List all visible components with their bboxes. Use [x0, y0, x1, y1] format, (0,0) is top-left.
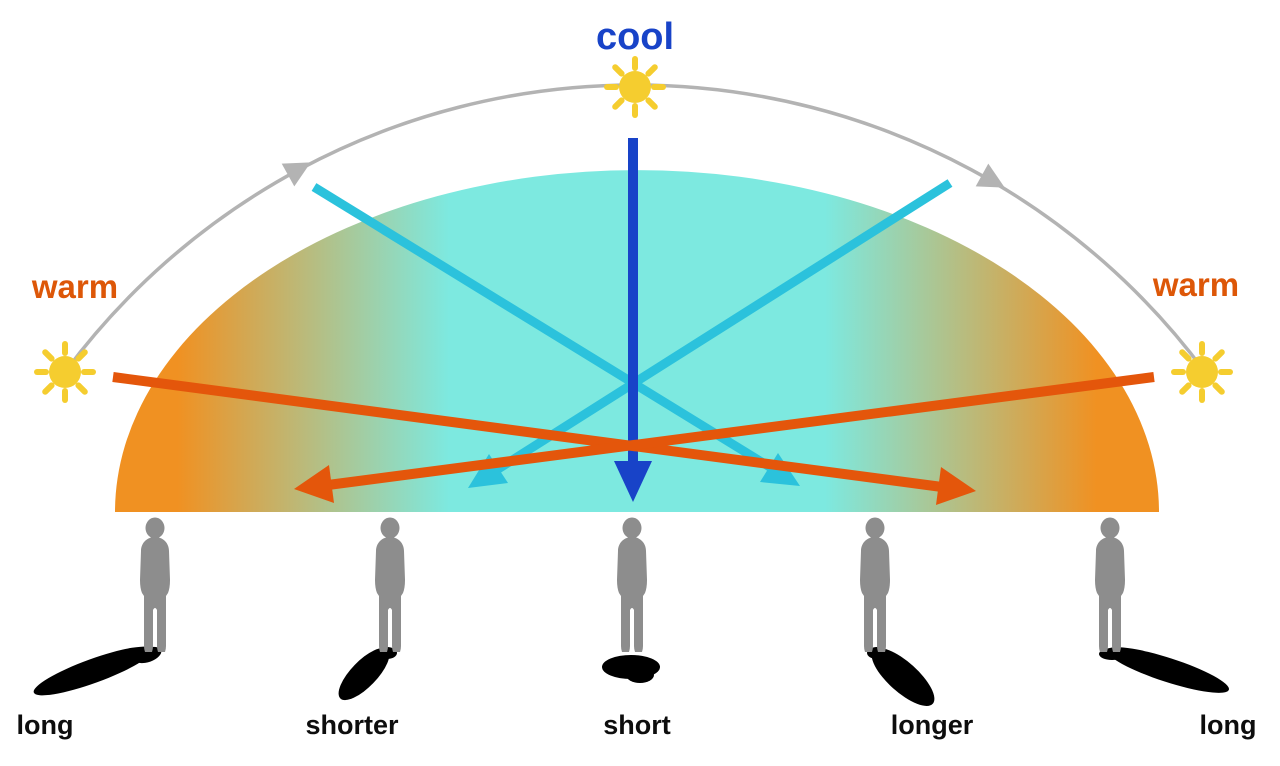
shadow-longer [867, 647, 935, 706]
warm-label-right: warm [1152, 266, 1240, 303]
shadow-label-short: short [603, 710, 671, 740]
person-figure-4 [860, 517, 890, 652]
shadows-group [33, 646, 1229, 706]
shadow-short [602, 655, 660, 683]
person-figure-3 [617, 517, 647, 652]
sun-icon-top [607, 59, 663, 115]
sun-icon-left [37, 344, 93, 400]
warm-light-arrow-left [112, 372, 976, 505]
cool-label: cool [595, 16, 675, 58]
sun-icon-right [1174, 344, 1230, 400]
shadow-label-long-left: long [16, 710, 74, 740]
shadow-label-shorter: shorter [305, 710, 399, 740]
cool-light-arrow [614, 138, 652, 502]
shadow-label-longer: longer [890, 710, 974, 740]
person-figure-2 [375, 517, 405, 652]
warm-label-left: warm [31, 268, 119, 305]
mid-afternoon-light-arrow [468, 179, 953, 488]
sun-path-arrowhead-left [281, 162, 311, 187]
sun-path-arrowhead-right [975, 163, 1005, 188]
person-figure-5 [1095, 517, 1125, 652]
warm-light-arrow-right [294, 372, 1155, 503]
person-figure-1 [140, 517, 170, 652]
shadow-long-left [33, 646, 162, 696]
shadow-label-long-right: long [1199, 710, 1257, 740]
